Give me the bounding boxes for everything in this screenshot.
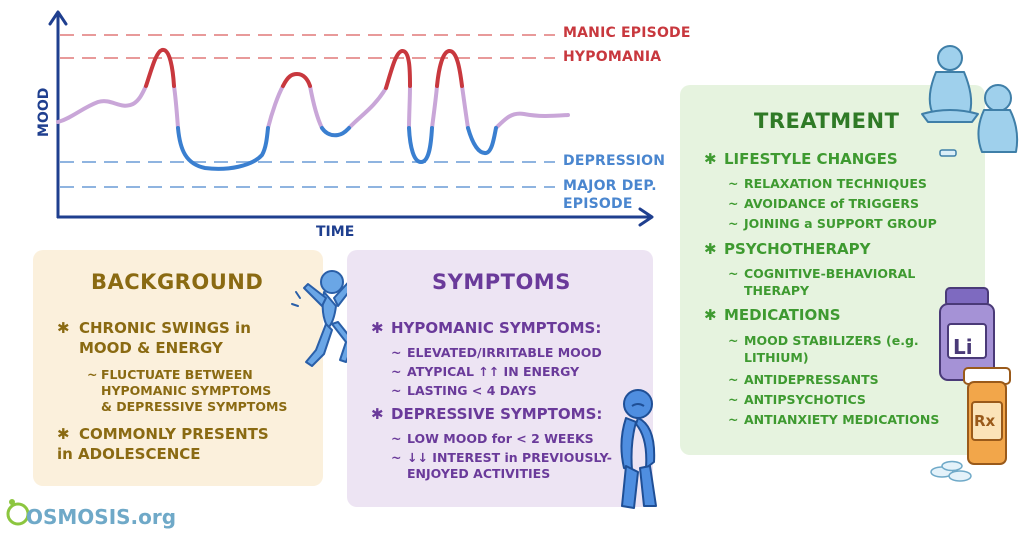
hypomania-label: HYPOMANIA (563, 49, 662, 65)
background-bullet-2-line2: in ADOLESCENCE (57, 445, 201, 463)
background-sub-line2: HYPOMANIC SYMPTOMS (101, 383, 272, 398)
symptoms-dash-5: ~ (391, 450, 402, 465)
background-bullet-2-star: ✱ (57, 425, 70, 443)
treatment-title: TREATMENT (754, 109, 900, 133)
x-axis-label: TIME (316, 224, 355, 240)
mood-curve-normal-4 (308, 84, 324, 130)
symptoms-dash-2: ~ (391, 364, 402, 379)
treatment-dash-7: ~ (728, 392, 739, 407)
background-bullet-1-line1: CHRONIC SWINGS in (79, 319, 251, 337)
treatment-item-7: ANTIPSYCHOTICS (744, 392, 866, 407)
treatment-group-3-star: ✱ (704, 306, 717, 324)
mood-chart (48, 10, 654, 227)
background-title: BACKGROUND (91, 270, 264, 294)
osmosis-logo-text: OSMOSIS.org (26, 505, 177, 529)
major-depressive-episode-label-line2: EPISODE (563, 196, 633, 212)
treatment-item-3: JOINING a SUPPORT GROUP (744, 216, 937, 231)
sad-person-illustration (620, 389, 657, 509)
x-axis-arrow (638, 207, 654, 227)
treatment-dash-3: ~ (728, 216, 739, 231)
symptoms-group-1-star: ✱ (371, 319, 384, 337)
support-group-illustration (921, 45, 1019, 157)
mood-curve-depressive-trough-3 (407, 126, 434, 165)
treatment-group-2-heading: PSYCHOTHERAPY (724, 240, 871, 258)
treatment-dash-2: ~ (728, 196, 739, 211)
mood-curve-normal-1 (56, 84, 148, 124)
symptoms-group-2-star: ✱ (371, 405, 384, 423)
symptoms-group-2-heading: DEPRESSIVE SYMPTOMS: (391, 405, 603, 423)
mood-curve-normal-8 (460, 84, 470, 130)
symptoms-group-1-heading: HYPOMANIC SYMPTOMS: (391, 319, 602, 337)
symptoms-title: SYMPTOMS (432, 270, 571, 294)
treatment-item-5: MOOD STABILIZERS (e.g. (744, 333, 919, 348)
manic-episode-label: MANIC EPISODE (563, 25, 691, 41)
treatment-dash-5: ~ (728, 333, 739, 348)
mood-curve-hypomanic-peak-1 (144, 48, 176, 88)
treatment-item-8: ANTIANXIETY MEDICATIONS (744, 412, 940, 427)
treatment-item-4-cont: THERAPY (744, 283, 810, 298)
background-sub-dash: ~ (87, 367, 98, 382)
treatment-item-6: ANTIDEPRESSANTS (744, 372, 879, 387)
symptoms-item-2: ATYPICAL ↑↑ IN ENERGY (407, 364, 580, 379)
treatment-group-1-star: ✱ (704, 150, 717, 168)
medication-bottles-illustration (930, 287, 1011, 482)
background-bullet-2-line1: COMMONLY PRESENTS (79, 425, 269, 443)
lithium-bottle-label: Li (953, 335, 973, 359)
treatment-group-2-star: ✱ (704, 240, 717, 258)
mood-curve-depressive-trough-1 (176, 126, 270, 171)
treatment-dash-8: ~ (728, 412, 739, 427)
mood-curve-normal-9 (494, 111, 570, 130)
treatment-item-5-cont: LITHIUM) (744, 350, 809, 365)
mood-curve-normal-2 (172, 84, 180, 130)
mood-curve-normal-6 (407, 84, 412, 130)
mood-curve-hypomanic-peak-2 (281, 71, 312, 88)
depression-label: DEPRESSION (563, 153, 666, 169)
treatment-item-1: RELAXATION TECHNIQUES (744, 176, 927, 191)
background-sub-line3: & DEPRESSIVE SYMPTOMS (101, 399, 288, 414)
background-sub-line1: FLUCTUATE BETWEEN (101, 367, 253, 382)
background-bullet-1-star: ✱ (57, 319, 70, 337)
treatment-dash-4: ~ (728, 266, 739, 281)
mood-curve-depressive-trough-2 (320, 126, 351, 138)
prescription-bottle-label: Rx (974, 412, 996, 430)
treatment-item-2: AVOIDANCE of TRIGGERS (744, 196, 919, 211)
symptoms-panel: SYMPTOMS ✱ HYPOMANIC SYMPTOMS: ~ ELEVATE… (347, 250, 653, 507)
symptoms-dash-3: ~ (391, 383, 402, 398)
background-panel: BACKGROUND ✱ CHRONIC SWINGS in MOOD & EN… (33, 250, 323, 486)
treatment-panel: TREATMENT ✱ LIFESTYLE CHANGES ~ RELAXATI… (680, 85, 985, 455)
treatment-group-3-heading: MEDICATIONS (724, 306, 841, 324)
mood-curve-normal-3 (266, 84, 285, 130)
mood-curve-normal-5 (347, 86, 388, 130)
treatment-group-1-heading: LIFESTYLE CHANGES (724, 150, 898, 168)
symptoms-item-5: ↓↓ INTEREST in PREVIOUSLY- (407, 450, 612, 465)
major-depressive-episode-label-line1: MAJOR DEP. (563, 178, 657, 194)
treatment-item-4: COGNITIVE-BEHAVIORAL (744, 266, 916, 281)
y-axis-arrow (48, 10, 68, 26)
symptoms-dash-1: ~ (391, 345, 402, 360)
mood-curve-hypomanic-peak-4 (435, 49, 464, 88)
treatment-dash-6: ~ (728, 372, 739, 387)
symptoms-dash-4: ~ (391, 431, 402, 446)
symptoms-item-4: LOW MOOD for < 2 WEEKS (407, 431, 594, 446)
symptoms-item-5-cont: ENJOYED ACTIVITIES (407, 466, 551, 481)
symptoms-item-3: LASTING < 4 DAYS (407, 383, 537, 398)
background-bullet-1-line2: MOOD & ENERGY (79, 339, 223, 357)
mood-curve-hypomanic-peak-3 (384, 49, 412, 90)
mood-curve-normal-7 (430, 84, 439, 130)
mood-curve-depressive-trough-4 (466, 126, 498, 155)
treatment-dash-1: ~ (728, 176, 739, 191)
osmosis-logo-icon (6, 499, 30, 526)
symptoms-item-1: ELEVATED/IRRITABLE MOOD (407, 345, 602, 360)
y-axis-label: MOOD (36, 87, 52, 137)
